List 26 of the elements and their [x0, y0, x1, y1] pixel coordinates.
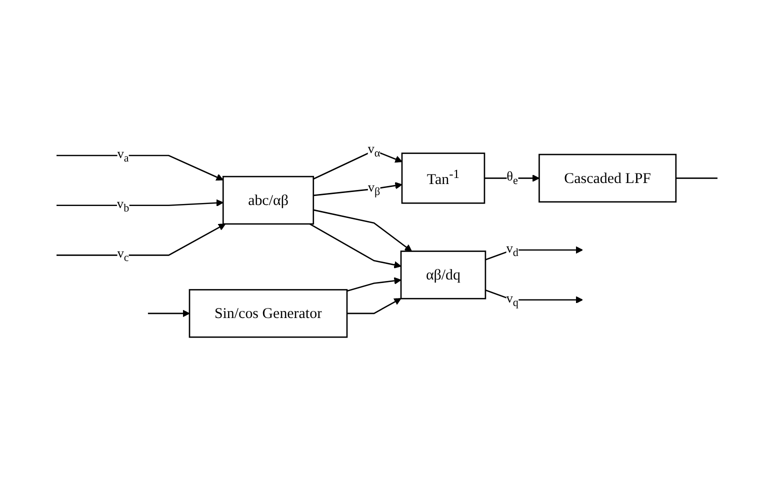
node-box: Tan$^{-1}$: [401, 152, 486, 204]
node-box: abc/αβ: [222, 176, 314, 225]
arrow: [485, 290, 583, 304]
node-box: Sin/cos Generator: [188, 289, 348, 338]
edge-label: v$_{α}$: [368, 142, 380, 160]
edge-label: v$_{a}$: [117, 147, 129, 164]
node-box: αβ/dq: [400, 250, 486, 300]
arrow: [309, 223, 402, 269]
arrow: [56, 154, 224, 181]
arrow: [56, 199, 224, 207]
edge-label: θ$_{e}$: [506, 170, 518, 187]
edge-label: v$_{d}$: [506, 242, 518, 258]
arrow: [313, 182, 402, 196]
edge-label: v$_{c}$: [117, 246, 129, 264]
arrow: [56, 224, 226, 256]
arrow: [346, 277, 402, 292]
arrow: [347, 298, 402, 314]
node-box: Cascaded LPF: [538, 154, 677, 203]
arrow: [313, 150, 402, 180]
edge-label: v$_{b}$: [116, 197, 130, 214]
edge-label: v$_{β}$: [368, 180, 380, 198]
arrow: [313, 209, 412, 252]
edge-label: v$_{q}$: [506, 292, 518, 308]
arrow: [148, 310, 190, 318]
arrow: [484, 174, 540, 182]
arrow: [485, 246, 583, 260]
